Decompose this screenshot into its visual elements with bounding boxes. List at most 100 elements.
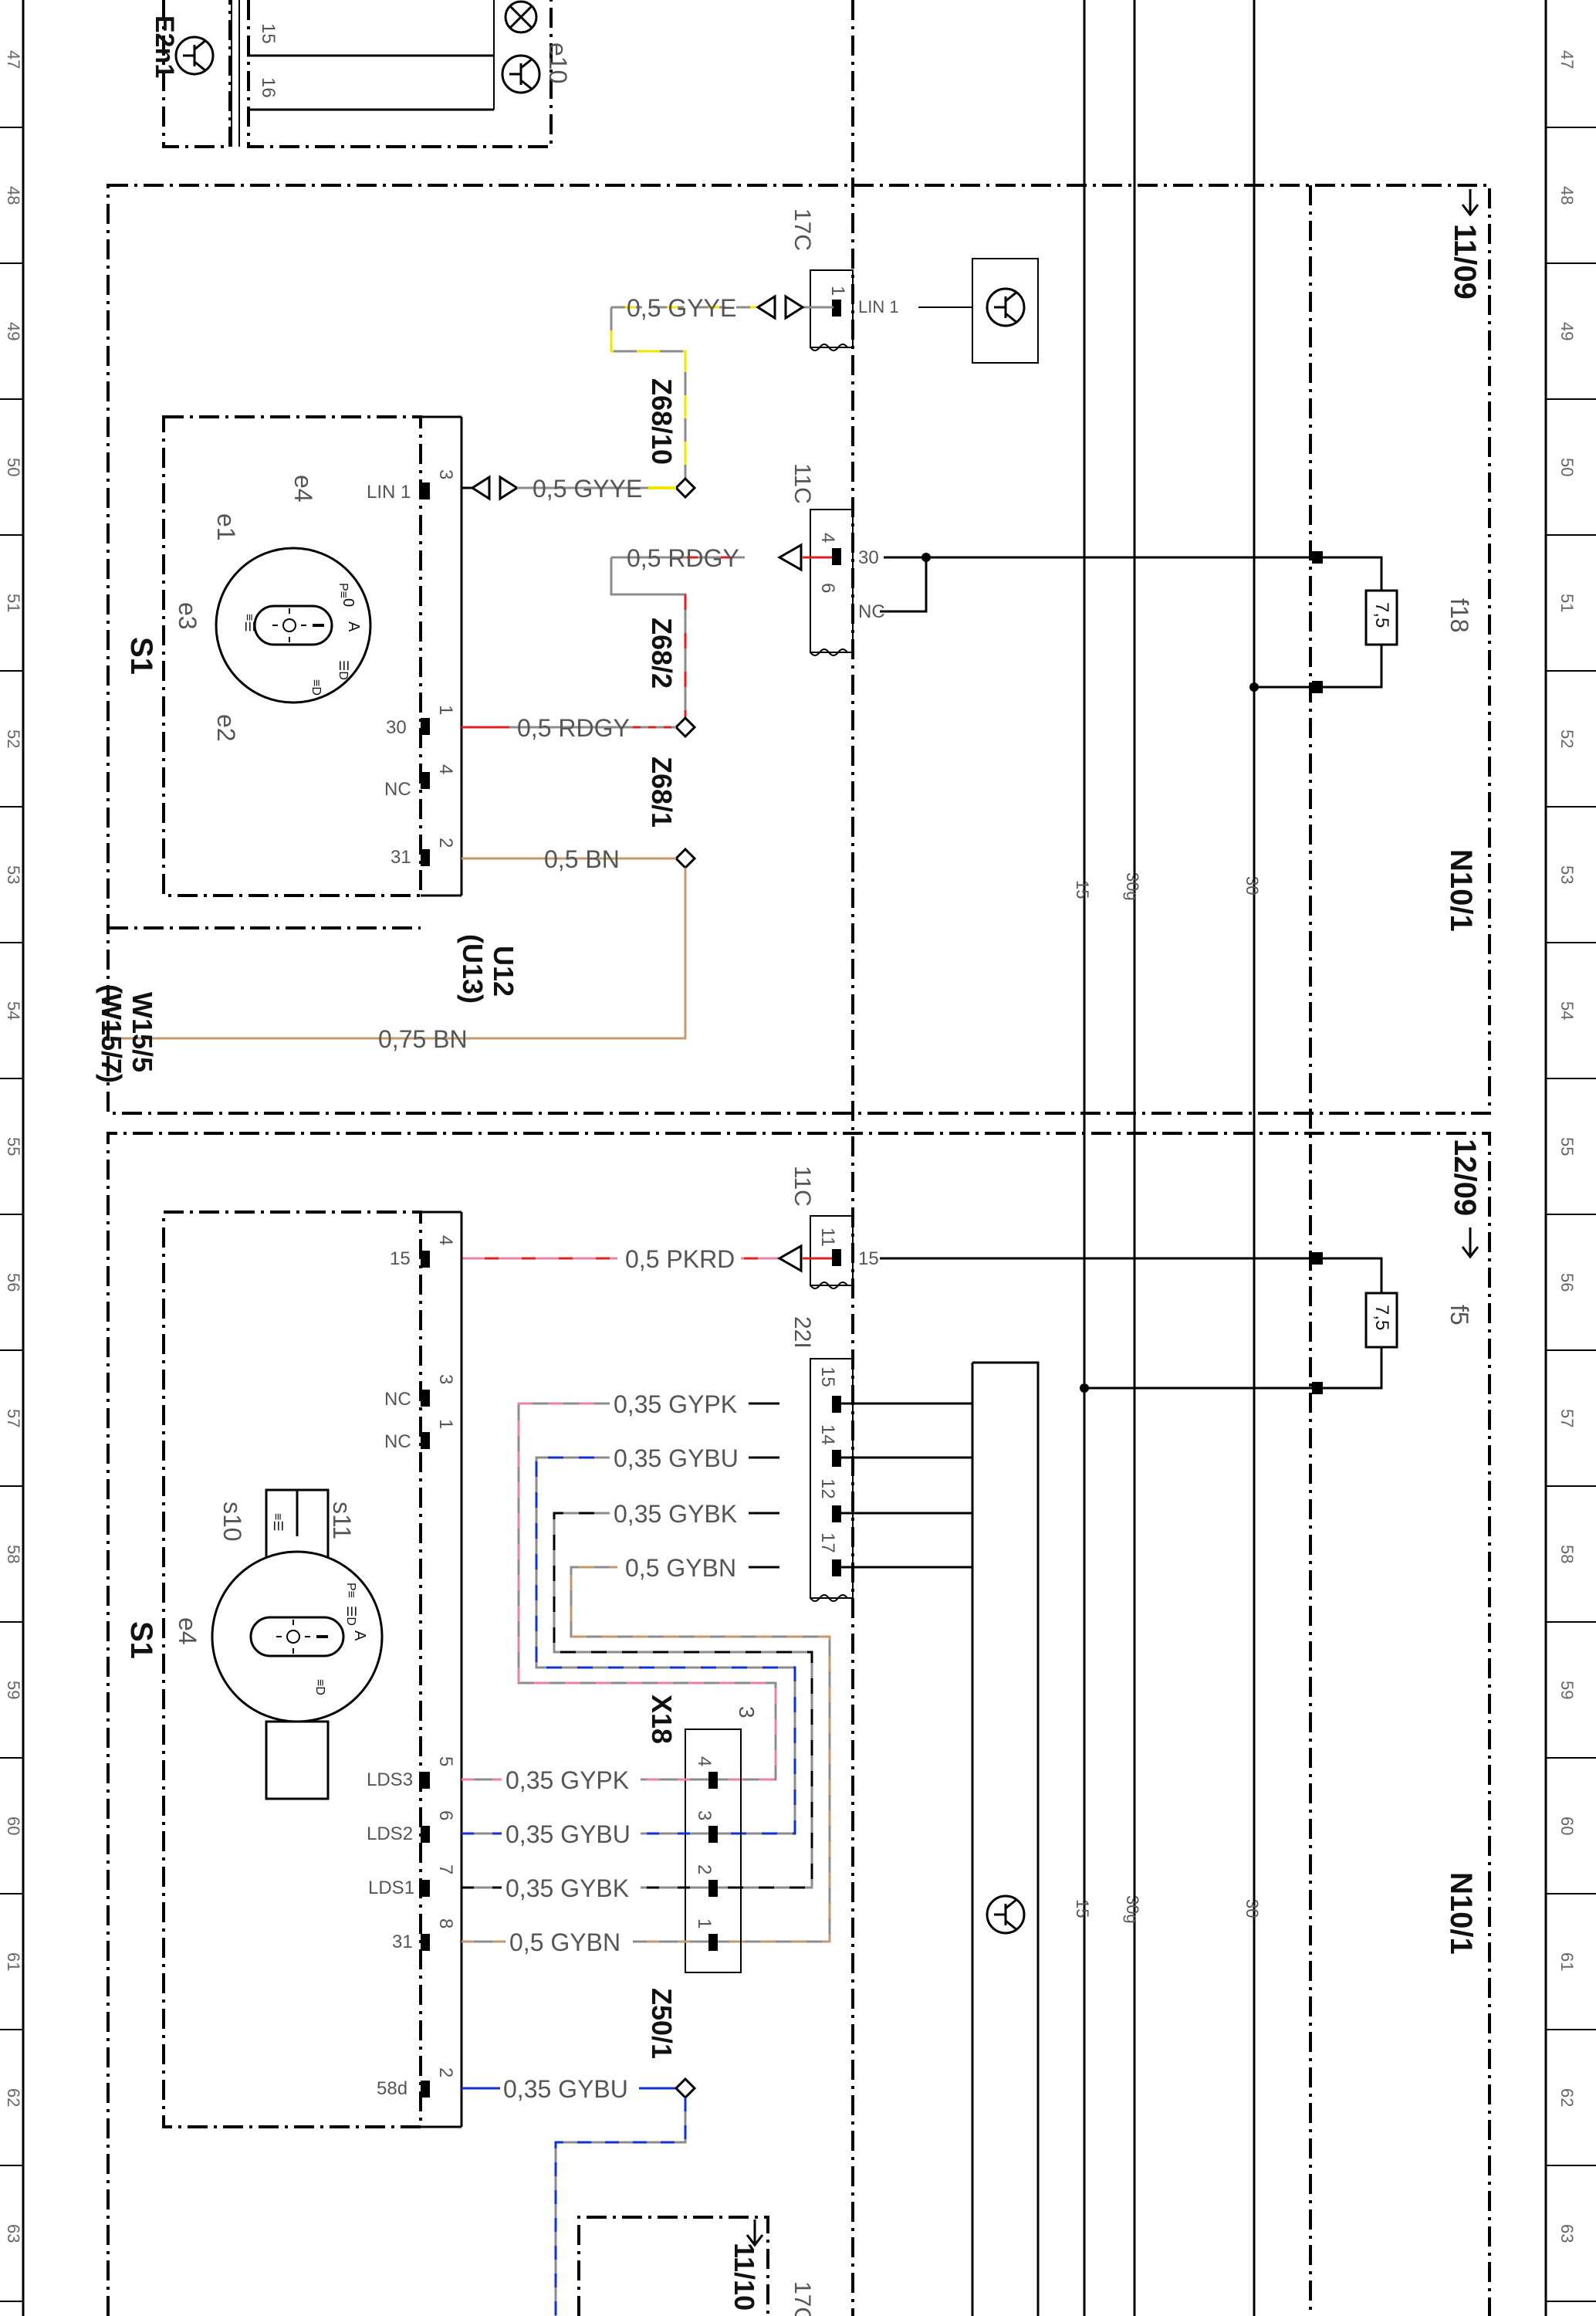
s1-pin-lds2: LDS2 <box>367 1823 413 1844</box>
fuse-f5-label: f5 <box>1446 1305 1473 1326</box>
arrow-pair-gyye-top-icon <box>756 294 805 320</box>
s1-pin-lds1: LDS1 <box>368 1878 414 1898</box>
wire-22i-gybk: 0,35 GYBK <box>614 1500 737 1528</box>
label-e3: e3 <box>174 602 201 630</box>
ruler-row-label: 63 <box>1557 2224 1577 2243</box>
label-e4: e4 <box>289 475 317 503</box>
ruler-row-label: 62 <box>4 2088 23 2107</box>
s1-pin-nc-b: NC <box>384 1431 411 1452</box>
fuse-f5-value: 7,5 <box>1371 1305 1392 1330</box>
connector-x18: X18 3 4 3 2 1 <box>646 1695 759 1973</box>
switch-s1-lower: S1 s10 s11 e4 A P≡ ☰D ≡D ≡☰ <box>124 1210 463 2128</box>
conn-22i: 22I <box>790 1316 815 1349</box>
bus-30-lower: 30 <box>1243 1899 1262 1918</box>
x18-count: 3 <box>735 1706 759 1718</box>
ruler-row-label: 59 <box>1557 1681 1577 1699</box>
ruler-row-label: 49 <box>1557 322 1577 340</box>
connector-11c-upper: 11C 4 6 30 NC <box>790 463 885 656</box>
arrow-pair-gyye-s1-icon <box>470 475 519 501</box>
ruler-row-label: 58 <box>4 1545 23 1563</box>
wire-rdgy-s1: 0,5 RDGY <box>517 714 630 742</box>
wire-gyye-top: 0,5 GYYE <box>627 294 736 322</box>
conn-22i-pin-17: 17 <box>817 1532 838 1553</box>
header-block: E2n1 e10 15 16 <box>150 0 572 148</box>
pin-16: 16 <box>258 77 279 98</box>
w15-7: (W15/7) <box>96 984 127 1083</box>
wire-pkrd: 0,5 PKRD <box>625 1245 735 1273</box>
conn-11c-lower: 11C <box>790 1166 815 1207</box>
dial-pos-p: P≡ <box>336 583 350 598</box>
ruler-row-label: 63 <box>4 2224 23 2243</box>
label-s10: s10 <box>218 1502 246 1542</box>
wire-22i-gybu: 0,35 GYBU <box>614 1444 739 1472</box>
ruler-row-label: 47 <box>1557 50 1577 69</box>
conn-11c-lower-15: 15 <box>858 1248 879 1269</box>
wire-x18-gybk: 0,35 GYBK <box>506 1874 629 1902</box>
pin-31: 31 <box>391 847 411 868</box>
ruler-row-label: 54 <box>4 1001 23 1020</box>
pin-nc: NC <box>384 779 411 800</box>
fuse-f18-value: 7,5 <box>1371 602 1392 628</box>
s1-pin-15: 15 <box>390 1248 411 1269</box>
ruler-row-label: 56 <box>1557 1273 1577 1292</box>
conn-22i-pin-15: 15 <box>817 1366 838 1387</box>
wire-58d: 0,35 GYBU <box>503 2075 628 2103</box>
conn-17c-lin: LIN 1 <box>858 297 899 317</box>
ruler-row-label: 62 <box>1557 2088 1577 2107</box>
ruler-row-label: 52 <box>1557 730 1577 748</box>
ruler-row-label: 52 <box>4 730 23 748</box>
light-switch-dial-lower: A P≡ ☰D ≡D ≡☰ <box>211 1488 384 1800</box>
ruler-row-label: 53 <box>4 865 23 884</box>
splice-label-z68-10: Z68/10 <box>646 378 678 465</box>
lower-section: 12/09 N10/1 11C 11 15 0,5 PKRD 7,5 f5 <box>107 1132 1491 2316</box>
splice-z68-2: Z68/2 <box>646 618 697 739</box>
pin-3: 3 <box>435 469 456 479</box>
dial-lower-fog: ☰D <box>344 1606 357 1626</box>
fuse-f5: 7,5 f5 <box>1310 1252 1473 1394</box>
wire-x18-gybn: 0,5 GYBN <box>509 1928 620 1956</box>
bus-30g-lower: 30g <box>1123 1895 1142 1924</box>
x18-pin-1: 1 <box>694 1918 715 1928</box>
s1-pin-3: 3 <box>435 1374 456 1384</box>
arrow-pkrd-icon <box>776 1244 803 1273</box>
pin-4: 4 <box>435 764 456 774</box>
ruler-row-label: 60 <box>4 1817 23 1835</box>
bus-15-lower: 15 <box>1073 1899 1092 1918</box>
ruler-row-label: 51 <box>4 594 23 612</box>
pin-15: 15 <box>258 23 279 44</box>
splice-z50-1: Z50/1 <box>646 1988 697 2100</box>
fuse-f18: 7,5 f18 <box>1310 551 1473 693</box>
wire-22i-gypk: 0,35 GYPK <box>614 1390 737 1418</box>
wire-075bn: 0,75 BN <box>378 1025 468 1053</box>
light-bulb-lower-icon <box>276 1620 310 1654</box>
label-e1: e1 <box>212 513 240 541</box>
conn-11c-pin4: 4 <box>817 533 838 543</box>
x18-label: X18 <box>646 1695 678 1744</box>
lamp-e10-icon <box>504 0 538 34</box>
label-e2n1: E2n1 <box>150 15 179 78</box>
module-n10-1-lower: N10/1 <box>1444 1872 1478 1955</box>
wire-x18-gybu: 0,35 GYBU <box>506 1820 631 1848</box>
x18-pin-3: 3 <box>694 1810 715 1820</box>
s1-pin-5: 5 <box>435 1756 456 1766</box>
connector-11c-lower: 11C 11 15 <box>790 1166 879 1289</box>
conn-22i-pin-14: 14 <box>817 1424 838 1445</box>
conn-17c-bottom: 17C <box>790 2281 815 2316</box>
dial-lower-high: ≡D <box>313 1679 326 1695</box>
connector-22i: 22I 15 14 12 17 <box>790 1316 854 1602</box>
arrow-rdgy-top-icon <box>776 543 803 572</box>
s1-pin-lds3: LDS3 <box>367 1769 413 1790</box>
splice-label-z68-2: Z68/2 <box>646 618 678 689</box>
label-e4-lower: e4 <box>174 1617 201 1645</box>
ruler-row-label: 54 <box>1557 1001 1577 1020</box>
ruler-row-label: 61 <box>4 1952 23 1971</box>
bus-lines: 15 30g 30 15 30g 30 <box>1073 0 1262 2316</box>
ruler-row-label: 51 <box>1557 594 1577 612</box>
bus-30-upper: 30 <box>1243 876 1262 895</box>
light-switch-dial-upper: 0 A P≡ ☰D ≡D ≡☰ <box>215 547 372 704</box>
dial-lower-p: P≡ <box>344 1583 357 1598</box>
ruler-row-label: 55 <box>4 1137 23 1156</box>
module-n10-1: N10/1 <box>1444 849 1478 932</box>
